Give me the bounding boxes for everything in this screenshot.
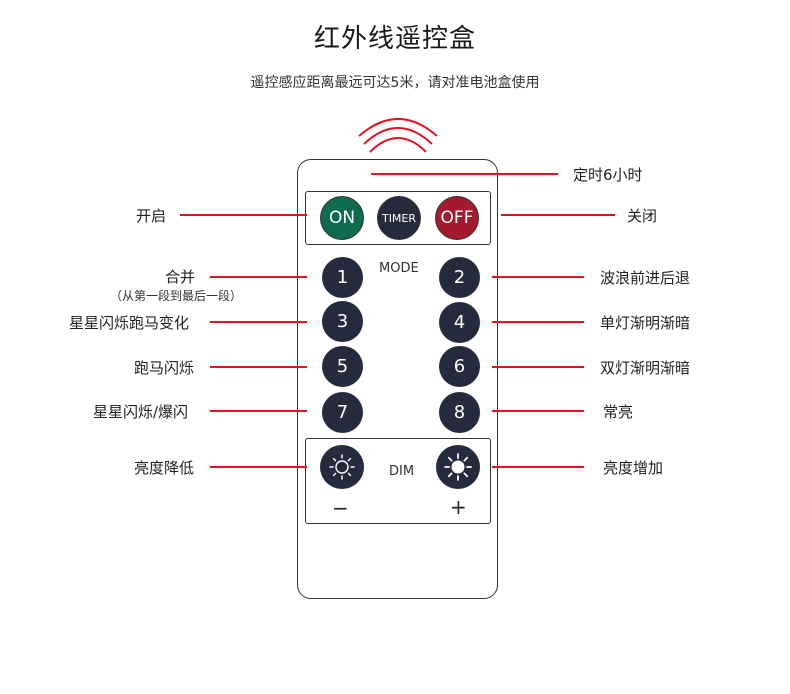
leader-line-dim-up [492,466,584,468]
label-mode-2: 波浪前进后退 [600,269,691,287]
dim-down-button[interactable] [320,445,364,489]
leader-line-2 [492,276,584,278]
dim-up-button[interactable] [436,445,480,489]
leader-line-8 [492,410,584,412]
leader-line-1 [210,276,307,278]
mode-5-button[interactable]: 5 [322,346,363,387]
mode-7-button[interactable]: 7 [322,392,363,433]
dim-minus-sign: − [332,496,349,520]
power-button-panel [305,191,491,245]
leader-line-3 [210,321,307,323]
label-mode-1: 合并 [165,268,196,286]
leader-line-5 [210,366,307,368]
mode-1-button[interactable]: 1 [322,257,363,298]
dim-label: DIM [389,464,415,479]
dim-plus-sign: + [450,495,467,519]
label-off: 关闭 [627,207,658,225]
dim-button-panel [305,438,491,524]
leader-line-7 [210,410,307,412]
page-title: 红外线遥控盒 [313,24,476,54]
label-dim-down: 亮度降低 [134,459,195,477]
label-mode-3: 星星闪烁跑马变化 [69,314,190,332]
leader-line-off [501,214,615,216]
label-mode-7: 星星闪烁/爆闪 [93,403,189,421]
mode-2-button[interactable]: 2 [439,257,480,298]
mode-8-button[interactable]: 8 [439,392,480,433]
page-subtitle: 遥控感应距离最远可达5米，请对准电池盒使用 [250,75,540,91]
brightness-up-icon [444,453,472,481]
label-mode-6: 双灯渐明渐暗 [600,359,691,377]
leader-line-6 [492,366,584,368]
off-button[interactable]: OFF [435,196,479,240]
label-mode-1-sub: （从第一段到最后一段） [110,289,243,303]
mode-label: MODE [379,261,419,276]
label-mode-8: 常亮 [603,403,634,421]
leader-line-4 [492,321,584,323]
label-on: 开启 [136,207,167,225]
mode-4-button[interactable]: 4 [439,302,480,343]
timer-button[interactable]: TIMER [377,196,421,240]
leader-line-dim-down [210,466,307,468]
mode-3-button[interactable]: 3 [322,301,363,342]
label-mode-4: 单灯渐明渐暗 [600,314,691,332]
label-timer: 定时6小时 [573,166,643,184]
label-mode-5: 跑马闪烁 [134,359,195,377]
label-dim-up: 亮度增加 [603,459,664,477]
leader-line-on [180,214,307,216]
leader-line-timer [371,173,558,175]
on-button[interactable]: ON [320,196,364,240]
ir-signal-icon [358,118,438,153]
mode-6-button[interactable]: 6 [439,346,480,387]
brightness-down-icon [329,454,355,480]
